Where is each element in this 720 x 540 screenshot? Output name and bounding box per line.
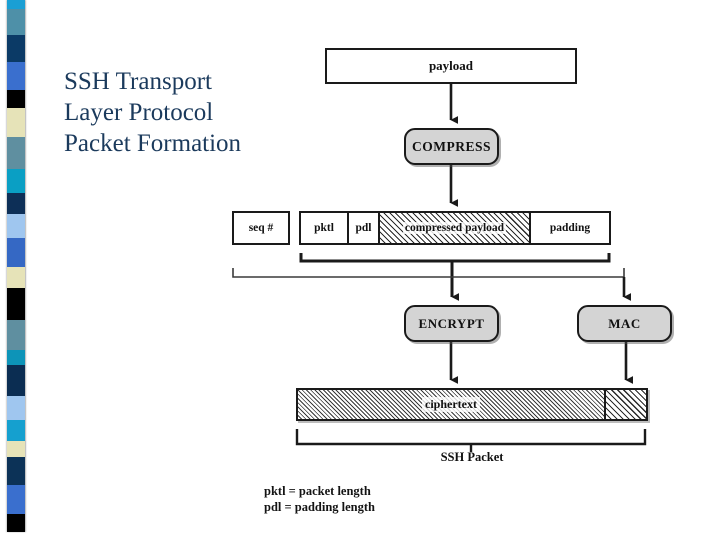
mac-process-box: MAC xyxy=(577,305,672,342)
color-swatch xyxy=(7,457,25,486)
mac-label: MAC xyxy=(608,315,641,331)
color-swatch xyxy=(7,350,25,366)
legend: pktl = packet length pdl = padding lengt… xyxy=(264,483,375,515)
pktl-label: pktl xyxy=(314,222,334,234)
payload-box: payload xyxy=(325,48,577,84)
color-swatch xyxy=(7,485,25,514)
color-swatch xyxy=(7,169,25,194)
color-swatch xyxy=(7,62,25,90)
mac-field xyxy=(606,390,646,419)
page-title: SSH Transport Layer Protocol Packet Form… xyxy=(64,68,242,157)
padding-label: padding xyxy=(549,222,591,234)
color-swatch xyxy=(7,395,25,421)
ciphertext-field: ciphertext xyxy=(298,390,606,419)
packet-fields-group: pktl pdl compressed payload padding xyxy=(299,211,611,245)
packet-length-field: pktl xyxy=(301,213,349,243)
color-swatch xyxy=(7,238,25,267)
encrypt-process-box: ENCRYPT xyxy=(404,305,499,342)
color-swatch xyxy=(7,287,25,320)
pdl-label: pdl xyxy=(355,222,372,234)
padding-field: padding xyxy=(531,213,609,243)
compress-process-box: COMPRESS xyxy=(404,128,499,165)
ssh-packet-bar: ciphertext xyxy=(296,388,648,421)
compressed-payload-field: compressed payload xyxy=(380,213,531,243)
seq-label: seq # xyxy=(248,222,274,234)
ssh-packet-caption: SSH Packet xyxy=(440,450,504,464)
compressed-payload-label: compressed payload xyxy=(402,222,507,234)
legend-line-pktl: pktl = packet length xyxy=(264,484,371,498)
legend-line-pdl: pdl = padding length xyxy=(264,500,375,514)
color-swatch xyxy=(7,513,25,532)
sequence-number-box: seq # xyxy=(232,211,290,245)
encrypt-label: ENCRYPT xyxy=(418,315,485,331)
color-swatch xyxy=(7,193,25,214)
color-swatch xyxy=(7,213,25,239)
padding-length-field: pdl xyxy=(349,213,380,243)
color-swatch xyxy=(7,365,25,396)
color-swatch xyxy=(7,9,25,35)
color-swatch xyxy=(7,89,25,108)
color-swatch xyxy=(7,0,25,10)
ciphertext-label: ciphertext xyxy=(422,397,480,412)
payload-label: payload xyxy=(428,58,474,73)
compress-label: COMPRESS xyxy=(411,138,491,154)
color-swatch xyxy=(7,440,25,458)
color-swatch xyxy=(7,420,25,441)
color-swatch xyxy=(7,319,25,351)
decorative-color-strip xyxy=(7,0,25,532)
color-swatch xyxy=(7,137,25,170)
color-swatch xyxy=(7,35,25,63)
color-swatch xyxy=(7,266,25,288)
color-swatch xyxy=(7,107,25,138)
